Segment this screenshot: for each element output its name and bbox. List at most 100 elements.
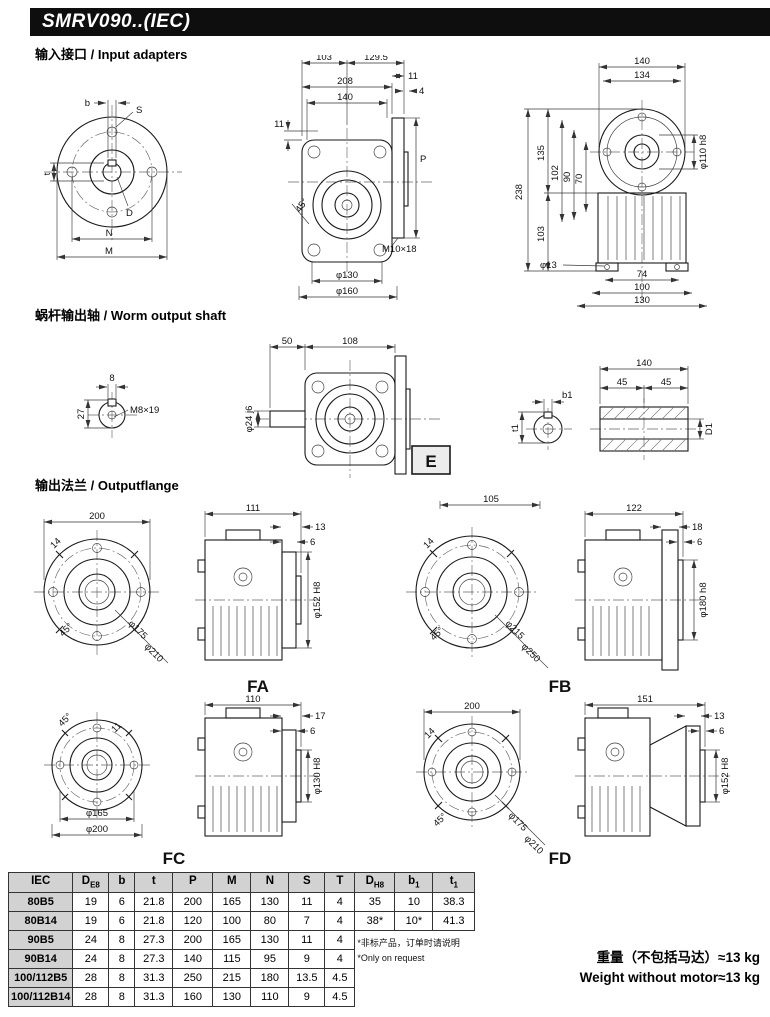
table-cell: 110 (250, 987, 290, 1007)
shaft-end-view-drawing: 8 27 M8×19 (76, 373, 159, 438)
dim-label: φ152 H8 (720, 758, 731, 795)
table-cell: 90B14 (7, 949, 74, 969)
table-cell: 28 (72, 987, 110, 1007)
shaft-section-drawing: b1 t1 140 45 45 D1 (510, 358, 715, 460)
col-header: b1 (394, 872, 434, 893)
dim-label: 108 (342, 336, 358, 347)
table-cell: 4.5 (324, 987, 356, 1007)
dim-label: 45° (57, 621, 75, 639)
dim-label: b (85, 98, 90, 109)
dim-label: 103 (536, 226, 547, 242)
col-header: T (324, 872, 356, 893)
view-label-fd: FD (549, 849, 572, 868)
col-header: t (134, 872, 174, 893)
table-cell: 24 (72, 949, 110, 969)
table-cell: 31.3 (134, 968, 174, 988)
table-cell: 11 (288, 892, 326, 912)
table-cell: 130 (212, 987, 252, 1007)
dim-label: 74 (637, 269, 648, 280)
title-banner: SMRV090..(IEC) (30, 8, 770, 36)
dim-label: 11 (274, 119, 284, 130)
view-label-fb: FB (549, 677, 572, 696)
dim-label: 45 (661, 377, 672, 388)
worm-shaft-side-view-drawing: 50 108 φ24 j6 E (244, 336, 451, 478)
col-header: S (288, 872, 326, 893)
table-cell: 130 (250, 892, 290, 912)
table-cell: 4 (324, 930, 356, 950)
table-cell: 250 (172, 968, 214, 988)
dim-label: φ175 (126, 618, 149, 641)
table-cell: 80B5 (7, 892, 74, 912)
table-cell: 80 (250, 911, 290, 931)
table-cell: 27.3 (134, 949, 174, 969)
dim-label: 102 (550, 165, 561, 181)
table-cell: 200 (172, 930, 214, 950)
dim-label: φ160 (336, 286, 358, 297)
col-header: b (108, 872, 136, 893)
dim-label: 45 (617, 377, 628, 388)
header-row: DH8 b1 t1 (354, 872, 476, 893)
worm-output-shaft-drawings: 8 27 M8×19 5 (76, 336, 715, 478)
flange-fc-front-drawing: 45° 11 φ165 φ200 (44, 711, 150, 838)
section-heading-input-adapters: 输入接口 / Input adapters (35, 47, 188, 62)
dim-label: 135 (536, 145, 547, 161)
table-cell: 165 (212, 892, 252, 912)
col-header-sub: E8 (90, 880, 100, 890)
dim-label: φ24 j6 (244, 406, 255, 433)
table-cell: 8 (108, 987, 136, 1007)
table-cell: 38.3 (432, 892, 476, 912)
flange-fb-side-drawing: 122 18 6 φ180 h8 FB (549, 503, 709, 696)
table-cell: 120 (172, 911, 214, 931)
table-cell: 9 (288, 987, 326, 1007)
dim-label: 45° (293, 196, 310, 214)
flange-fd-front-drawing: 200 14 45° φ175 φ210 (416, 701, 546, 857)
table-cell: 35 (354, 892, 396, 912)
dim-label: 13 (315, 522, 326, 533)
dim-label: 11 (408, 71, 418, 82)
dim-label: φ130 H8 (312, 758, 323, 795)
dim-label: 140 (337, 92, 353, 103)
weight-note-cn: 重量（不包括马达）≈13 kg (596, 950, 760, 965)
table-cell: 4 (324, 949, 356, 969)
table-cell: 95 (250, 949, 290, 969)
col-header: DE8 (72, 872, 110, 893)
table-cell: 100/112B14 (7, 987, 74, 1007)
dim-label: 151 (637, 695, 653, 705)
table-cell: 4 (324, 892, 356, 912)
dim-label: 208 (337, 76, 353, 87)
dim-label: 50 (282, 336, 293, 347)
table-cell: 19 (72, 892, 110, 912)
dim-label: 45° (431, 811, 449, 829)
dim-label: 6 (719, 726, 724, 737)
col-header: t1 (432, 872, 476, 893)
dim-label: D (126, 208, 133, 219)
table-cell: 24 (72, 930, 110, 950)
table-cell: 130 (250, 930, 290, 950)
output-flange-fa-fb-drawings: 200 14 45° φ175 φ210 111 13 6 (34, 494, 709, 696)
table-cell: 8 (108, 968, 136, 988)
dim-label: 238 (514, 184, 525, 200)
dim-label: 6 (310, 537, 315, 548)
table-cell: 10 (394, 892, 434, 912)
col-header: M (212, 872, 252, 893)
table-cell: 27.3 (134, 930, 174, 950)
col-header-sub: 1 (415, 880, 420, 890)
view-label-fc: FC (163, 849, 186, 868)
table-cell: 165 (212, 930, 252, 950)
dim-label: 27 (76, 409, 87, 420)
table-cell: 13.5 (288, 968, 326, 988)
table-cell: 100/112B5 (7, 968, 74, 988)
table-cell: 8 (108, 930, 136, 950)
dim-label: 103 (316, 55, 332, 63)
dim-label: 17 (315, 711, 326, 722)
table-note: *非标产品，订单时请说明 *Only on request (354, 931, 476, 972)
view-label-fa: FA (247, 677, 269, 696)
dim-label: t (42, 172, 53, 175)
table-cell: 19 (72, 911, 110, 931)
dim-label: φ215 (503, 618, 526, 641)
